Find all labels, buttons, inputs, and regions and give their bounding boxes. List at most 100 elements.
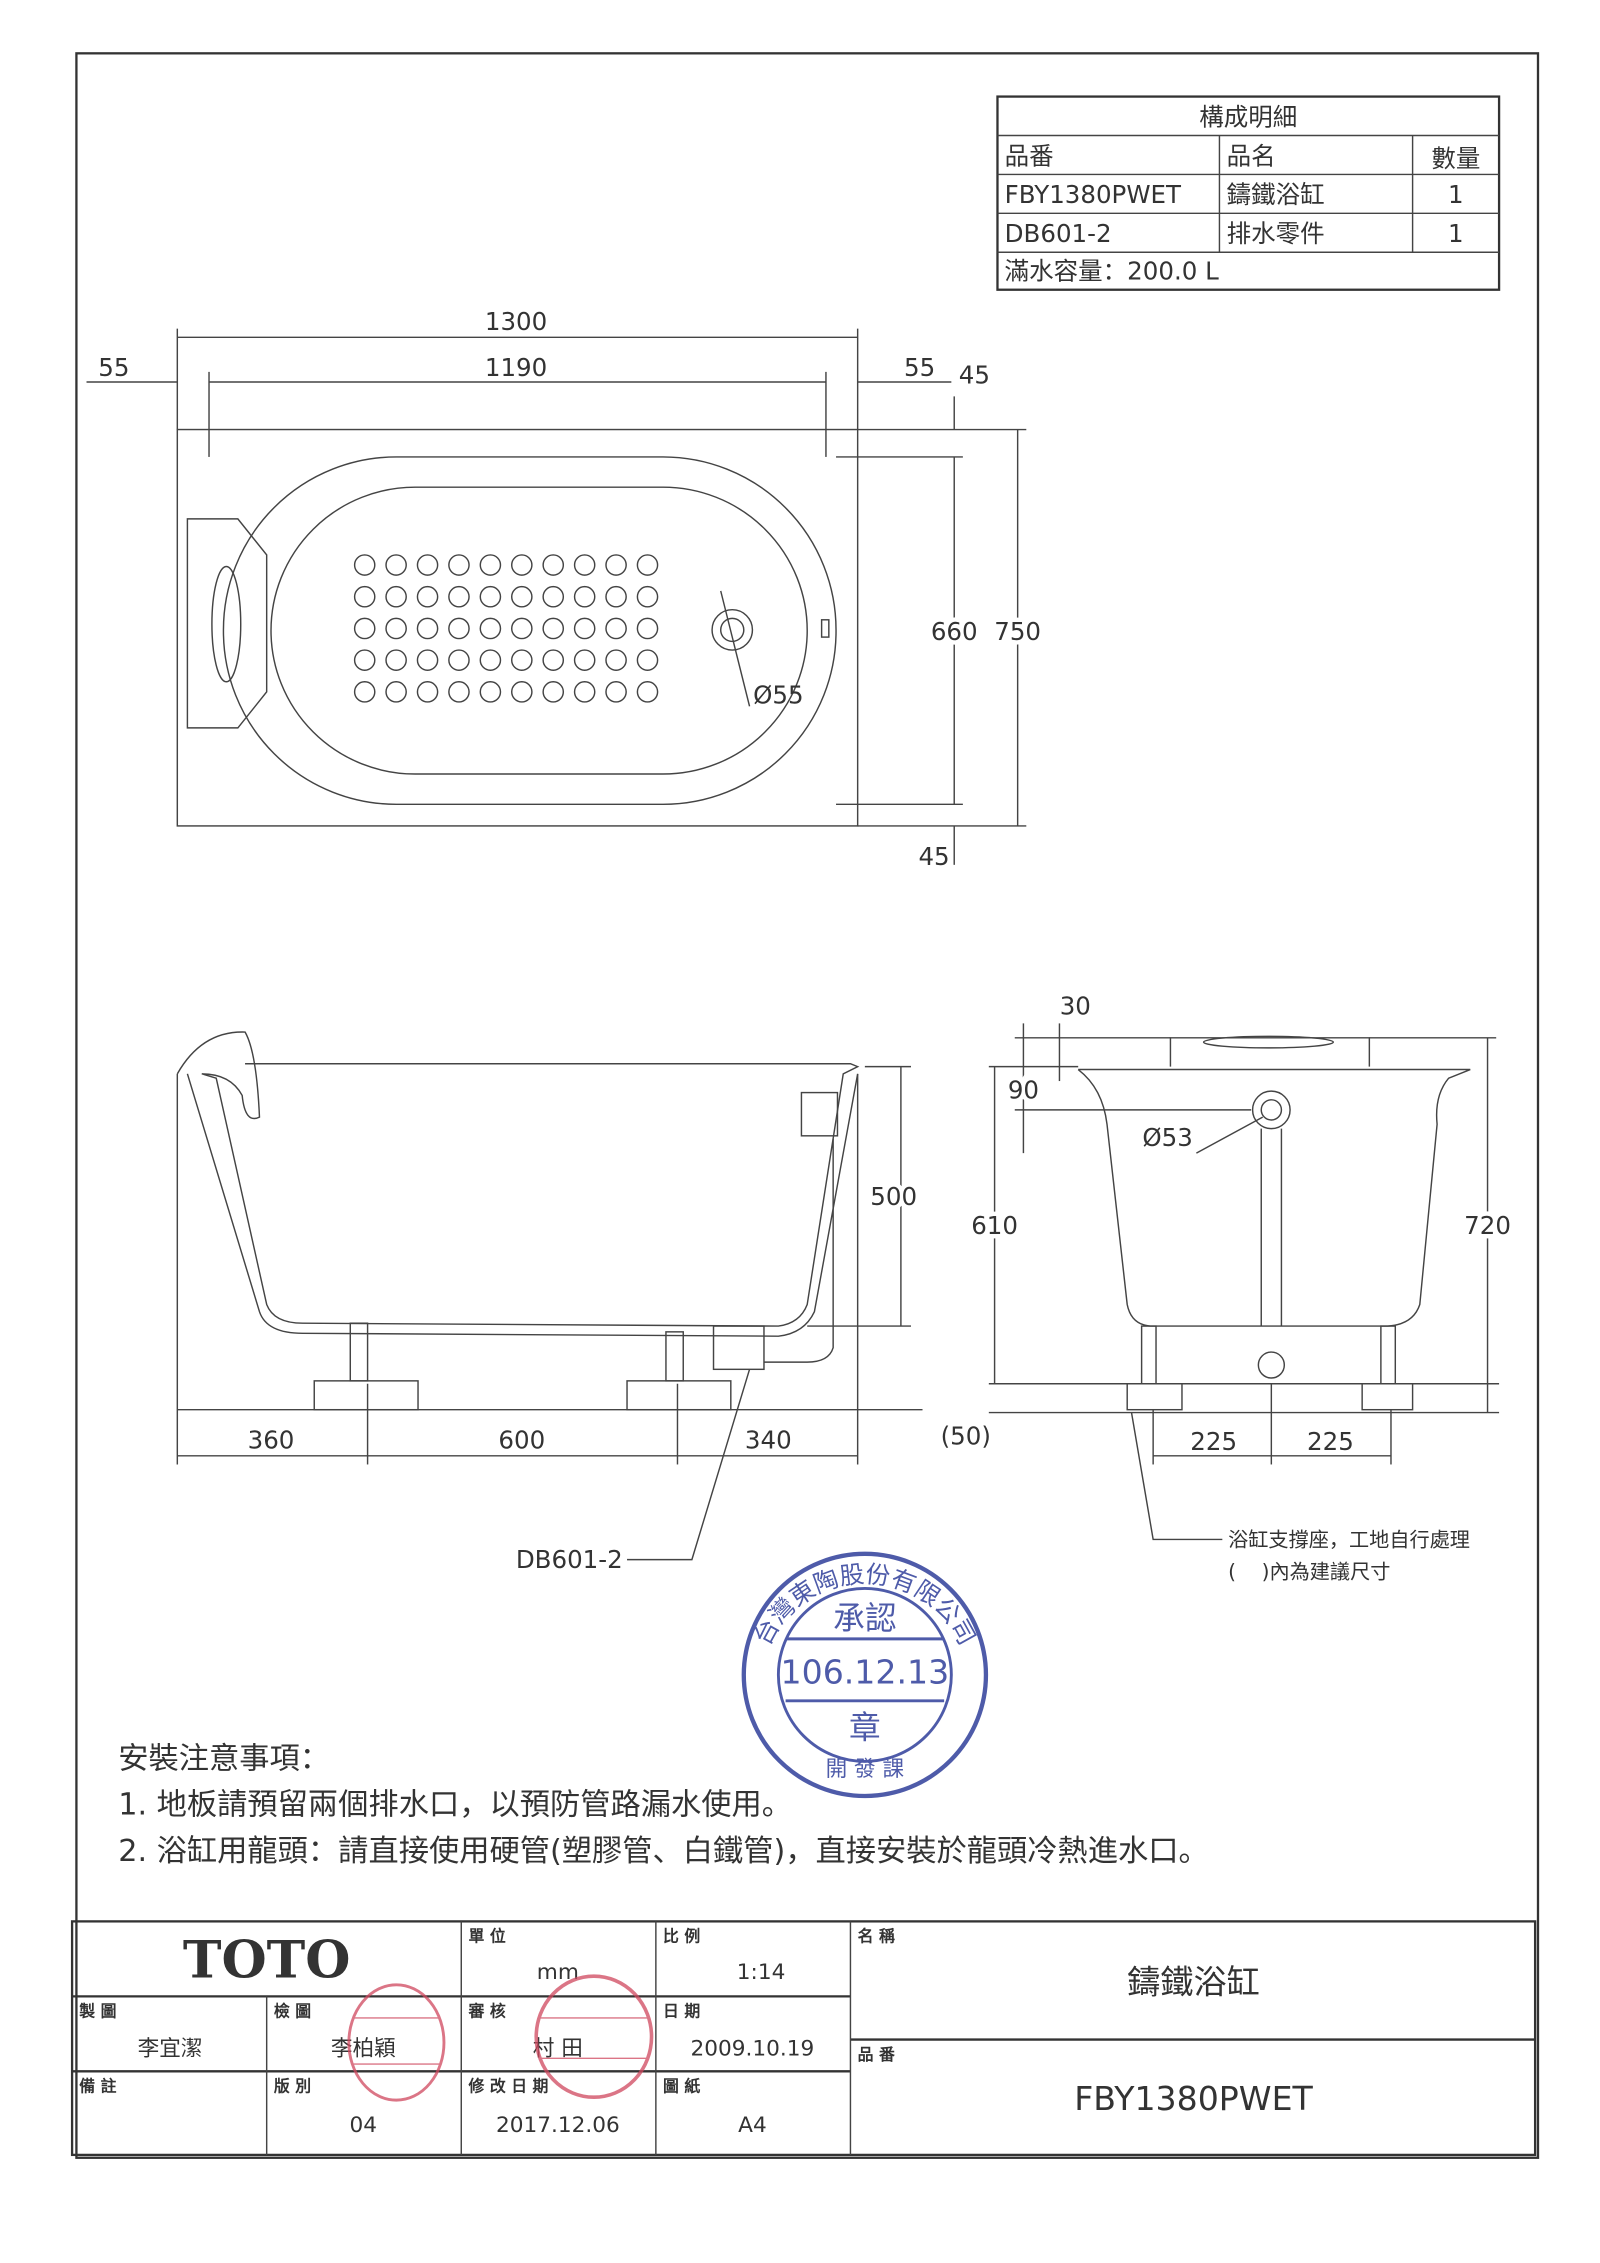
anti-slip-dot: [605, 681, 627, 703]
approval-stamp: 台灣東陶股份有限公司 承認 106.12.13 章 開 發 課: [741, 1551, 989, 1799]
anti-slip-dot: [479, 585, 502, 608]
drain-icon: [711, 608, 754, 651]
dim-overall-width: 750: [994, 617, 1041, 646]
anti-slip-dot: [510, 617, 533, 640]
anti-slip-dot: [416, 681, 439, 703]
anti-slip-dot: [416, 585, 439, 608]
stamp-seal: 章: [849, 1710, 881, 1746]
anti-slip-dot: [385, 617, 407, 640]
anti-slip-dot: [385, 681, 407, 703]
anti-slip-dot: [416, 649, 439, 671]
dim-bottom-margin: 45: [918, 842, 949, 871]
title-block: TOTO 單 位 mm 比 例 1:14 名 稱 鑄鐵浴缸 製 圖 李宜潔 檢 …: [70, 1920, 1537, 2157]
anti-slip-dot: [573, 649, 596, 671]
drawn-label: 製 圖: [78, 2002, 116, 2021]
install-notes-title: 安裝注意事項：: [118, 1742, 330, 1777]
capacity: 滿水容量：200.0 L: [1005, 257, 1219, 286]
anti-slip-dot: [542, 617, 565, 640]
anti-slip-dot: [479, 617, 502, 640]
header-name: 品名: [1227, 141, 1276, 170]
anti-slip-dot: [636, 617, 659, 640]
row-name: 排水零件: [1227, 219, 1325, 248]
dim-inner-width: 660: [931, 617, 978, 646]
anti-slip-dot: [353, 681, 376, 703]
dim-overflow-height: 90: [1008, 1075, 1039, 1104]
part-no: FBY1380PWET: [1074, 2079, 1313, 2118]
anti-slip-dot: [479, 554, 502, 576]
anti-slip-dot: [510, 554, 533, 576]
anti-slip-dot: [542, 681, 565, 703]
row-qty: 1: [1448, 219, 1464, 248]
scale-value: 1:14: [737, 1960, 786, 1985]
anti-slip-dot: [605, 585, 627, 608]
date-label: 日 期: [663, 2002, 700, 2021]
anti-slip-dot: [542, 649, 565, 671]
dim-top-margin: 45: [959, 360, 990, 389]
stamp-dept: 開 發 課: [826, 1757, 905, 1782]
dim-left-margin: 55: [98, 353, 129, 382]
revision-label: 版 別: [273, 2076, 311, 2095]
anti-slip-dot: [542, 585, 565, 608]
unit-label: 單 位: [468, 1927, 505, 1946]
checked-label: 檢 圖: [274, 2002, 311, 2021]
note-support: 浴缸支撐座，工地自行處理: [1228, 1528, 1470, 1552]
row-name: 鑄鐵浴缸: [1227, 180, 1325, 209]
toto-logo: TOTO: [183, 1930, 351, 1991]
row-qty: 1: [1448, 180, 1464, 209]
components-table: 構成明細 品番 品名 數量 FBY1380PWET 鑄鐵浴缸 1 DB601-2…: [996, 95, 1501, 291]
remarks-label: 備 註: [79, 2076, 116, 2095]
install-note: 2. 浴缸用龍頭：請直接使用硬管(塑膠管、白鐵管)，直接安裝於龍頭冷熱進水口。: [118, 1834, 1209, 1869]
anti-slip-dot: [448, 554, 470, 576]
anti-slip-dot: [448, 649, 470, 671]
anti-slip-dot: [510, 649, 533, 671]
drain-part-label: DB601-2: [516, 1545, 623, 1574]
header-code: 品番: [1005, 141, 1054, 170]
dim-overflow-diameter: Ø53: [1142, 1123, 1192, 1152]
dim-floor-gap: (50): [941, 1421, 991, 1450]
dim-right-margin: 55: [904, 353, 935, 382]
paper-size: A4: [738, 2113, 767, 2138]
name-label: 名 稱: [858, 1927, 895, 1946]
anti-slip-dot: [605, 554, 627, 576]
anti-slip-dot: [510, 681, 533, 703]
paper-label: 圖 紙: [663, 2076, 700, 2095]
dim-leg-left: 360: [248, 1426, 295, 1455]
anti-slip-dot: [385, 554, 407, 576]
anti-slip-dot: [636, 585, 659, 608]
anti-slip-dot: [573, 681, 596, 703]
anti-slip-dot: [573, 585, 596, 608]
anti-slip-dot: [605, 617, 627, 640]
anti-slip-dot: [416, 617, 439, 640]
anti-slip-dot: [353, 649, 376, 671]
scale-label: 比 例: [663, 1927, 700, 1946]
modified-date: 2017.12.06: [496, 2113, 620, 2138]
anti-slip-dot: [636, 681, 659, 703]
modified-label: 修 改 日 期: [467, 2076, 548, 2095]
row-code: FBY1380PWET: [1005, 180, 1182, 209]
dim-leg-half-right: 225: [1307, 1427, 1354, 1456]
stamp-label: 承認: [833, 1601, 896, 1637]
anti-slip-dot: [448, 681, 470, 703]
anti-slip-dot: [448, 585, 470, 608]
anti-slip-dot: [636, 649, 659, 671]
anti-slip-dot: [479, 681, 502, 703]
date-value: 2009.10.19: [691, 2036, 815, 2061]
anti-slip-dot: [448, 617, 470, 640]
install-notes: 安裝注意事項： 1. 地板請預留兩個排水口，以預防管路漏水使用。 2. 浴缸用龍…: [118, 1742, 1209, 1869]
dim-depth: 500: [870, 1182, 917, 1211]
sheet-border: [75, 52, 1540, 2159]
dim-leg-spacing: 600: [498, 1426, 545, 1455]
dim-tub-height: 610: [971, 1211, 1018, 1240]
anti-slip-dot: [510, 585, 533, 608]
note-brackets: ( )內為建議尺寸: [1228, 1559, 1390, 1583]
dim-overall-length: 1300: [485, 307, 547, 336]
anti-slip-dot: [573, 554, 596, 576]
dim-rim: 30: [1060, 992, 1091, 1021]
anti-slip-dot: [353, 554, 376, 576]
checked-by: 李柏穎: [331, 2036, 396, 2061]
anti-slip-dot: [479, 649, 502, 671]
dim-drain-diameter: Ø55: [753, 680, 803, 709]
dim-total-height: 720: [1464, 1211, 1511, 1240]
product-name: 鑄鐵浴缸: [1127, 1962, 1260, 2001]
